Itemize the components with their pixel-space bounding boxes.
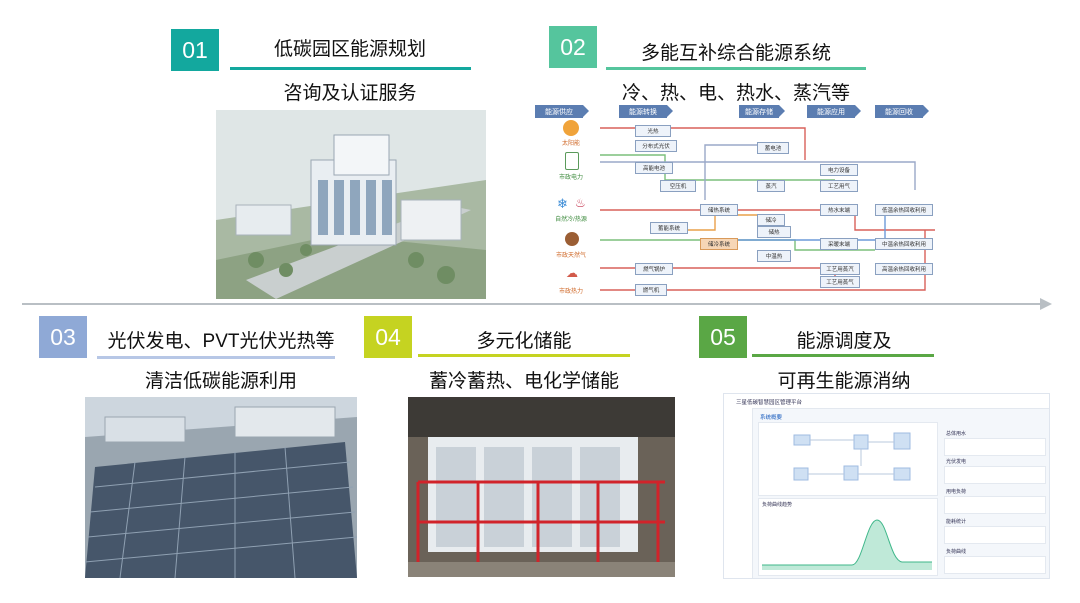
source-grid: 市政电力	[558, 175, 583, 181]
dashboard-panel-pv: 光伏发电	[946, 459, 967, 465]
section-03-underline	[97, 356, 335, 359]
energy-dispatch-dashboard: 三星低碳智慧园区管理平台 系统概要 负荷曲线趋势 总体用水 光伏发电 用电负荷 …	[723, 393, 1050, 579]
section-03-number: 03	[39, 316, 87, 358]
thermometer-icon: ♨	[575, 196, 586, 210]
node-storage-system: 蓄能系统	[650, 222, 688, 234]
stage-conversion: 能源转换	[619, 105, 673, 118]
node-battery: 高能电池	[635, 162, 673, 174]
section-03-subtitle: 清洁低碳能源利用	[144, 371, 297, 392]
storage-cabinets-image	[408, 397, 675, 577]
section-03-title: 光伏发电、PVT光伏光热等	[107, 331, 335, 352]
node-heat: 储热	[757, 226, 791, 238]
stage-application: 能源应用	[807, 105, 861, 118]
dashboard-panel-water-card	[944, 438, 1046, 456]
dashboard-panel-load: 用电负荷	[946, 489, 967, 495]
dashboard-tab[interactable]: 系统概要	[760, 415, 783, 421]
node-accumulator: 蓄电池	[757, 142, 789, 154]
energy-flow-diagram: 能源供应 能源转换 能源存储 能源应用 能源回收 太阳能 市政电力 ❄ ♨ 自然…	[535, 100, 945, 300]
snowflake-icon: ❄	[557, 196, 568, 211]
dashboard-panel-energy: 能耗统计	[946, 519, 967, 525]
node-low-heat-recovery: 低温余热回收利用	[875, 204, 933, 216]
section-04-underline	[418, 354, 630, 357]
node-mid-heat-recovery: 中温余热回收利用	[875, 238, 933, 250]
stage-storage: 能源存储	[739, 105, 785, 118]
source-gas: 市政天然气	[555, 253, 586, 259]
section-04-title: 多元化储能	[476, 331, 572, 352]
node-compressor: 空压机	[660, 180, 696, 192]
dashboard-flow-graphic	[793, 432, 911, 481]
section-01-title: 低碳园区能源规划	[273, 39, 426, 60]
node-pv: 分布式光伏	[635, 140, 677, 152]
dashboard-sidebar	[724, 408, 753, 578]
source-solar: 太阳能	[561, 141, 580, 147]
stage-supply: 能源供应	[535, 105, 589, 118]
node-process-gas: 工艺用气	[820, 180, 858, 192]
node-heat-store: 储热系统	[700, 204, 738, 216]
section-04-subtitle: 蓄冷蓄热、电化学储能	[428, 371, 619, 392]
node-gas-boiler: 燃气锅炉	[635, 263, 673, 275]
section-01-underline	[230, 67, 471, 70]
park-rendering-image	[216, 110, 486, 299]
dashboard-title: 三星低碳智慧园区管理平台	[736, 400, 803, 406]
section-05-subtitle: 可再生能源消纳	[777, 371, 911, 392]
node-hot-water-end: 热水末端	[820, 204, 858, 216]
node-high-heat-recovery: 高温余热回收利用	[875, 263, 933, 275]
power-tower-icon	[565, 152, 579, 170]
gas-icon	[565, 232, 579, 246]
timeline-arrow-head	[1040, 298, 1052, 310]
node-process-steam: 工艺用蒸汽	[820, 263, 860, 275]
section-02-underline	[606, 67, 866, 70]
dashboard-panel-curve: 负荷曲线	[946, 549, 967, 555]
dashboard-panel-water: 总体用水	[946, 431, 967, 437]
node-mid-heat: 中温热	[757, 250, 791, 262]
node-steam: 蒸汽	[757, 180, 785, 192]
section-02-title: 多能互补综合能源系统	[640, 43, 831, 64]
node-cold-store: 储冷系统	[700, 238, 738, 250]
dashboard-panel-energy-card	[944, 526, 1046, 544]
dashboard-panel-load-card	[944, 496, 1046, 514]
dashboard-load-chart	[762, 519, 932, 570]
node-gas-engine: 燃气机	[635, 284, 667, 296]
section-05-underline	[752, 354, 934, 357]
rooftop-pv-image	[85, 397, 357, 578]
sun-icon	[563, 120, 579, 136]
node-electric-equipment: 电力设备	[820, 164, 858, 176]
heat-icon: ☁	[566, 266, 578, 280]
section-02-subtitle: 冷、热、电、热水、蒸汽等	[621, 83, 850, 104]
section-04-number: 04	[364, 316, 412, 358]
source-heat: 市政热力	[558, 289, 583, 295]
dashboard-panel-curve-card	[944, 556, 1046, 574]
section-02-number: 02	[549, 26, 597, 68]
dashboard-topbar	[724, 394, 1049, 409]
timeline-arrow-line	[22, 303, 1042, 305]
source-natural: 自然冷/热源	[555, 217, 587, 223]
node-cold: 储冷	[757, 214, 785, 226]
node-process-vapor: 工艺用蒸气	[820, 276, 860, 288]
section-01-subtitle: 咨询及认证服务	[283, 83, 417, 104]
section-05-title: 能源调度及	[796, 331, 892, 352]
node-solar-thermal: 光热	[635, 125, 671, 137]
stage-recovery: 能源回收	[875, 105, 929, 118]
node-heating-end: 采暖末端	[820, 238, 858, 250]
section-05-number: 05	[699, 316, 747, 358]
dashboard-panel-pv-card	[944, 466, 1046, 484]
dashboard-chart-label: 负荷曲线趋势	[762, 502, 793, 508]
section-01-number: 01	[171, 29, 219, 71]
